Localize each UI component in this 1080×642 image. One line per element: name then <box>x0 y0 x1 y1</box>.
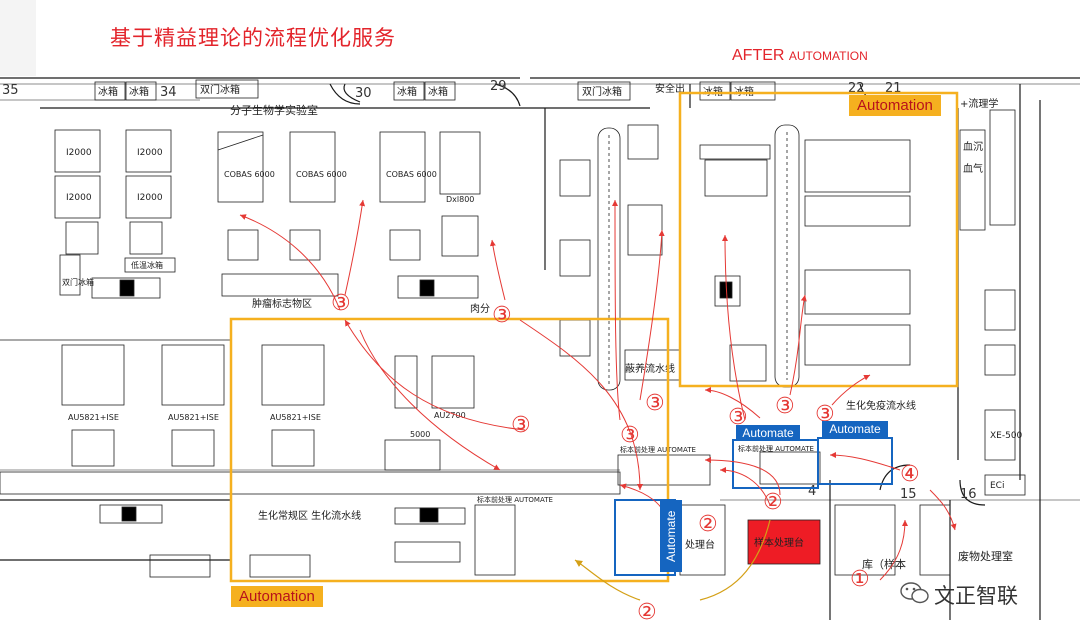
room-no: 34 <box>160 85 177 100</box>
step-marker: ① <box>850 567 870 592</box>
step-marker: ② <box>637 600 657 625</box>
i2000-group: I2000 I2000 I2000 I2000 双门冰箱 低温冰箱 <box>54 129 176 299</box>
title-bar <box>36 0 1080 76</box>
room-no: 30 <box>355 86 372 101</box>
immuno-line-label: 生化免疫流水线 <box>846 399 916 412</box>
step-marker: ② <box>763 490 783 515</box>
cobas-line: COBAS 6000 <box>386 170 437 179</box>
fridge-label: 冰箱 <box>98 85 118 98</box>
automate-box-c <box>817 437 893 485</box>
flow-arrows <box>239 199 957 581</box>
step-marker: ③ <box>331 291 351 316</box>
fridge-label: 冰箱 <box>703 85 723 98</box>
right-edge-text: +流理学 <box>960 97 998 110</box>
eci-label: ECi <box>990 481 1004 491</box>
automate-tag: Automate <box>736 425 800 441</box>
right-edge-texts: +流理学 血沉 血气 <box>960 97 998 175</box>
au2700-label: AU2700 <box>434 411 466 420</box>
automation-zone-left <box>229 317 670 583</box>
fridge-label: 冰箱 <box>734 85 754 98</box>
cobas-line: COBAS 6000 <box>296 170 347 179</box>
after-small: AUTOMATION <box>788 49 868 63</box>
sample-proc-label: 样本处理台 <box>754 536 804 549</box>
watermark-text: 文正智联 <box>934 584 1018 608</box>
routine-area-label: 生化常规区 生化流水线 <box>258 509 361 522</box>
cobas-label: COBAS 6000 <box>224 170 275 179</box>
sample-proc-table <box>747 519 821 565</box>
cobas-group: COBAS 6000 COBAS 6000 COBAS 6000 Dxl800 <box>217 131 481 299</box>
pipeline-label: 蔽养流水线 <box>625 362 675 375</box>
fridge-label: 冰箱 <box>397 85 417 98</box>
i2000-label: I2000 <box>137 193 163 203</box>
step-marker: ③ <box>775 394 795 419</box>
room-no: 35 <box>2 83 19 98</box>
fridges: 冰箱 冰箱 双门冰箱 冰箱 冰箱 双门冰箱 冰箱 冰箱 <box>94 79 776 101</box>
step-marker: ② <box>698 512 718 537</box>
fridge-label: 双门冰箱 <box>200 83 240 96</box>
automate-tag-vertical: Automate <box>660 500 682 572</box>
cobas-label: COBAS 6000 <box>296 170 347 179</box>
automation-zone-right <box>678 91 959 388</box>
step-marker: ③ <box>728 405 748 430</box>
waste-room-label: 废物处理室 <box>958 549 1013 563</box>
right-edge-text: 血沉 <box>963 140 983 153</box>
step-marker: ③ <box>511 413 531 438</box>
i2000-label: I2000 <box>137 148 163 158</box>
step-marker: ③ <box>645 391 665 416</box>
automation-label-left: Automation <box>231 586 323 607</box>
i2000-label: I2000 <box>66 193 92 203</box>
i2000-label: I2000 <box>66 148 92 158</box>
au5821-group: AU5821+ISE AU5821+ISE AU5821+ISE AU2700 … <box>0 344 621 578</box>
orange-arrow <box>699 519 771 601</box>
right-edge-text: 血气 <box>963 162 983 175</box>
step-marker: ③ <box>492 303 512 328</box>
wechat-icon <box>900 582 929 604</box>
step-markers: ③ ③ ③ ③ ③ ③ ③ ③ ② ② ② ④ ① <box>331 291 920 625</box>
room-no: 4 <box>808 484 816 499</box>
room-no: 15 <box>900 487 917 502</box>
after-main: AFTER <box>732 47 789 64</box>
low-temp-fridge: 低温冰箱 <box>131 260 163 270</box>
fridge-label: 双门冰箱 <box>582 85 622 98</box>
prep-counter-label: 处理台 <box>685 538 715 551</box>
room-no: 29 <box>490 79 507 94</box>
automate-box-label: 标本前处理 AUTOMATE <box>477 495 553 504</box>
mol-lab-label: 分子生物学实验室 <box>230 103 318 117</box>
left-strip <box>0 0 36 76</box>
automation-label-right: Automation <box>849 95 941 116</box>
xe-label: XE-500 <box>990 431 1023 441</box>
au5821-label: AU5821+ISE <box>68 413 119 422</box>
automate-box-label: 标本前处理 AUTOMATE <box>620 445 696 454</box>
meat-label: 肉分 <box>470 302 490 315</box>
step-marker: ③ <box>815 402 835 427</box>
after-automation-label: AFTER AUTOMATION <box>732 47 868 65</box>
cobas-label: COBAS 6000 <box>386 170 437 179</box>
page-title: 基于精益理论的流程优化服务 <box>110 26 396 50</box>
orange-arrow <box>574 559 641 601</box>
step-marker: ④ <box>900 462 920 487</box>
room-no: 16 <box>960 487 977 502</box>
exit-label: 安全出 <box>655 82 685 95</box>
dxi-label: Dxl800 <box>446 195 474 204</box>
automate-tag: Automate <box>822 421 888 437</box>
step-marker: ③ <box>620 423 640 448</box>
cobas-line: COBAS 6000 <box>224 170 275 179</box>
label-5000: 5000 <box>410 430 430 439</box>
fridge-label: 冰箱 <box>129 85 149 98</box>
fridge-label: 冰箱 <box>428 85 448 98</box>
pipeline-center <box>559 124 681 391</box>
au5821-label: AU5821+ISE <box>168 413 219 422</box>
tumor-area-label: 肿瘤标志物区 <box>252 297 312 310</box>
automate-box-label: 标本前处理 AUTOMATE <box>738 444 814 453</box>
double-fridge-side: 双门冰箱 <box>62 277 94 287</box>
au5821-label: AU5821+ISE <box>270 413 321 422</box>
